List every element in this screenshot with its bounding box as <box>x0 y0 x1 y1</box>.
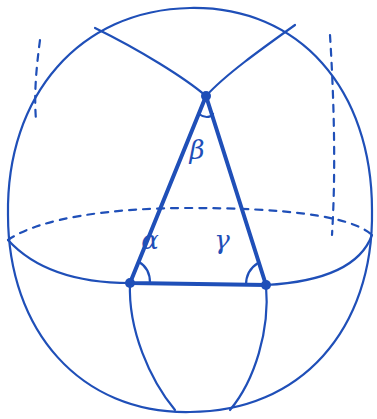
vertex-dot <box>201 91 211 101</box>
angle-label: γ <box>214 227 230 253</box>
sphere-outline <box>8 8 372 412</box>
spherical-triangle <box>130 96 266 285</box>
vertex-dot <box>125 278 135 288</box>
angle-arc-alpha <box>139 262 150 283</box>
back-line-left <box>35 40 40 120</box>
angle-label: α <box>141 227 159 253</box>
equator-front <box>8 235 372 285</box>
angle-arc-beta <box>199 114 213 117</box>
angle-arc-gamma <box>246 263 258 285</box>
meridian-left <box>130 25 295 410</box>
vertex-dot <box>261 280 271 290</box>
angle-label: β <box>189 137 204 163</box>
meridian-right <box>95 28 267 410</box>
back-line-right <box>330 35 334 235</box>
equator-back <box>8 208 372 240</box>
